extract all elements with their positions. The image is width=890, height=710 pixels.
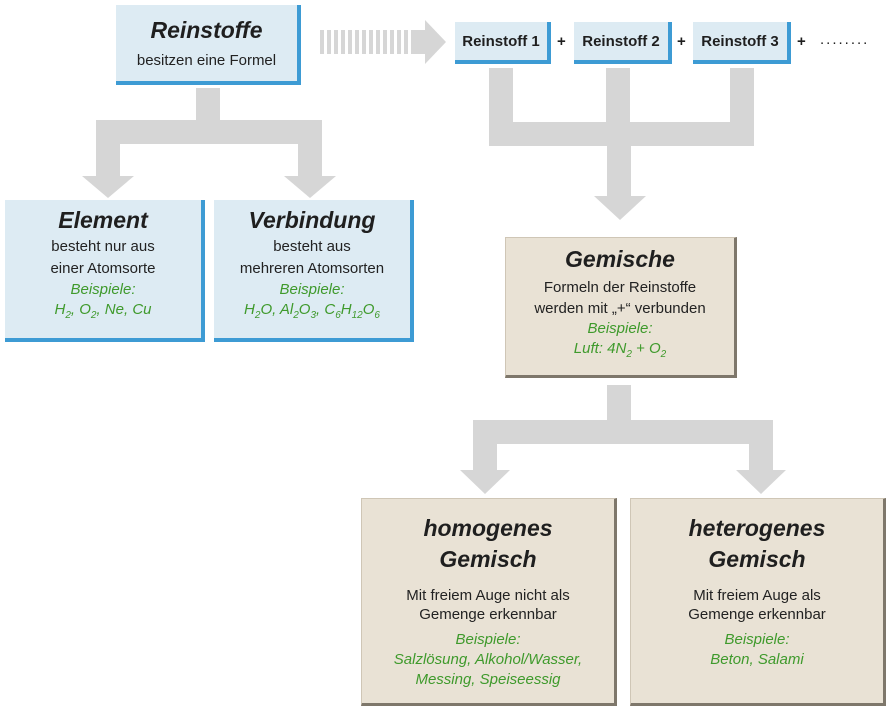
arrow-stem — [196, 88, 220, 126]
dash — [376, 30, 380, 54]
plus-sign: + — [677, 33, 686, 50]
arrow-head — [82, 176, 134, 198]
dash — [411, 30, 425, 54]
arrow-bar — [96, 120, 322, 144]
element-title: Element — [58, 207, 148, 233]
plus-sign: + — [797, 33, 806, 50]
verbindung-description-1: besteht aus — [273, 238, 351, 255]
heterogenes-examples: Beton, Salami — [710, 651, 804, 668]
dash — [369, 30, 373, 54]
reinstoff-2-box: Reinstoff 2 — [574, 22, 672, 64]
homogenes-examples-label: Beispiele: — [455, 631, 521, 648]
arrow-bar — [473, 420, 773, 444]
arrow-head — [284, 176, 336, 198]
arrow-stem — [749, 420, 773, 476]
element-description-2: einer Atomsorte — [50, 260, 156, 277]
element-box: Element besteht nur aus einer Atomsorte … — [5, 200, 205, 342]
verbindung-description-2: mehreren Atomsorten — [239, 260, 385, 277]
dash — [397, 30, 401, 54]
reinstoff-2-label: Reinstoff 2 — [582, 33, 660, 50]
gemische-description-2: werden mit „+“ verbunden — [534, 300, 706, 317]
gemische-description-1: Formeln der Reinstoffe — [543, 279, 697, 296]
homogenes-title-2: Gemisch — [439, 546, 537, 572]
reinstoff-3-box: Reinstoff 3 — [693, 22, 791, 64]
dash — [390, 30, 394, 54]
dash — [348, 30, 352, 54]
reinstoffe-title: Reinstoffe — [150, 17, 263, 43]
homogenes-examples-2: Messing, Speiseessig — [415, 671, 561, 688]
arrow-stem — [607, 385, 631, 425]
homogenes-description-1: Mit freiem Auge nicht als — [406, 587, 570, 604]
homogenes-title-1: homogenes — [423, 515, 553, 541]
verbindung-title: Verbindung — [248, 207, 376, 233]
element-examples: H2, O2, Ne, Cu — [54, 301, 152, 321]
gemische-examples-label: Beispiele: — [587, 320, 653, 337]
plus-sign: + — [557, 33, 566, 50]
heterogenes-title-2: Gemisch — [708, 546, 806, 572]
reinstoffe-subtitle: besitzen eine Formel — [136, 52, 277, 69]
element-examples-label: Beispiele: — [70, 281, 136, 298]
homogenes-examples-1: Salzlösung, Alkohol/Wasser, — [393, 651, 583, 668]
gemische-title: Gemische — [565, 246, 675, 272]
dash — [355, 30, 359, 54]
dash — [383, 30, 387, 54]
reinstoff-3-label: Reinstoff 3 — [701, 33, 779, 50]
arrow-head — [460, 470, 510, 494]
dash — [320, 30, 324, 54]
element-description-1: besteht nur aus — [51, 238, 155, 255]
heterogenes-gemisch-box: heterogenes Gemisch Mit freiem Auge als … — [630, 498, 886, 706]
verbindung-examples: H2O, Al2O3, C6H12O6 — [244, 301, 380, 321]
arrow-stem — [607, 122, 631, 202]
homogenes-description-2: Gemenge erkennbar — [419, 606, 557, 623]
reinstoff-1-box: Reinstoff 1 — [455, 22, 551, 64]
homogenes-gemisch-box: homogenes Gemisch Mit freiem Auge nicht … — [361, 498, 617, 706]
heterogenes-title-1: heterogenes — [688, 515, 826, 541]
arrow-stem — [298, 120, 322, 182]
reinstoffe-box: Reinstoffe besitzen eine Formel — [116, 5, 301, 85]
arrow-stem — [473, 420, 497, 476]
dash — [334, 30, 338, 54]
arrow-head — [425, 20, 446, 64]
arrow-head — [736, 470, 786, 494]
dash — [327, 30, 331, 54]
heterogenes-description-1: Mit freiem Auge als — [693, 587, 821, 604]
reinstoff-1-label: Reinstoff 1 — [462, 33, 540, 50]
gemische-examples: Luft: 4N2 + O2 — [573, 340, 667, 360]
dash — [362, 30, 366, 54]
arrow-head — [594, 196, 646, 220]
heterogenes-examples-label: Beispiele: — [724, 631, 790, 648]
verbindung-box: Verbindung besteht aus mehreren Atomsort… — [214, 200, 414, 342]
dash — [341, 30, 345, 54]
verbindung-examples-label: Beispiele: — [279, 281, 345, 298]
dash — [404, 30, 408, 54]
gemische-box: Gemische Formeln der Reinstoffe werden m… — [505, 237, 737, 378]
heterogenes-description-2: Gemenge erkennbar — [688, 606, 826, 623]
ellipsis: ........ — [820, 31, 870, 48]
arrow-stem — [96, 120, 120, 182]
